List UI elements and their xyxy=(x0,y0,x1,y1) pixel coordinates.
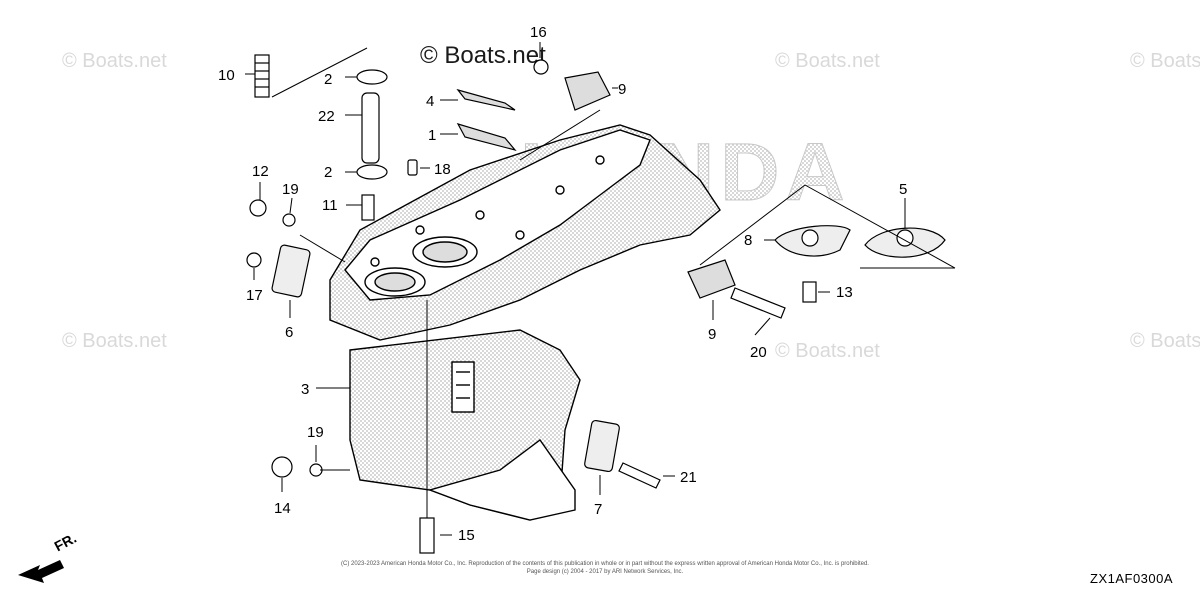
callout-labels: 10 2 22 2 4 1 18 11 12 19 17 6 3 19 14 1… xyxy=(218,24,907,544)
nut-part xyxy=(246,252,262,268)
callout-label: 8 xyxy=(744,232,752,249)
grommet-part xyxy=(249,199,267,217)
bolt-part xyxy=(802,281,817,303)
callout-label: 19 xyxy=(282,181,299,198)
callout-label: 13 xyxy=(836,284,853,301)
gear-case-assembly xyxy=(329,124,721,521)
watermark: © Boats.net xyxy=(1130,50,1200,72)
anode-plate-part xyxy=(271,244,311,298)
small-parts xyxy=(246,54,946,554)
copyright-line: Page design (c) 2004 - 2017 by ARI Netwo… xyxy=(526,569,684,575)
grommet-part xyxy=(271,456,293,478)
watermark: © Boats.net xyxy=(775,50,880,72)
callout-label: 17 xyxy=(246,287,263,304)
callout-label: 1 xyxy=(428,127,436,144)
callout-label: 22 xyxy=(318,108,335,125)
clip-part xyxy=(356,164,388,180)
callout-label: 10 xyxy=(218,67,235,84)
pin-part xyxy=(407,159,418,176)
watermark: © Boats.net xyxy=(1130,330,1200,352)
nut-part xyxy=(533,59,549,75)
callout-label: 5 xyxy=(899,181,907,198)
callout-label: 16 xyxy=(530,24,547,41)
watermark: © Boats.net xyxy=(62,50,167,72)
diagram-code: ZX1AF0300A xyxy=(1090,571,1174,586)
callout-label: 12 xyxy=(252,163,269,180)
copyright-notice: (C) 2023-2023 American Honda Motor Co., … xyxy=(340,560,870,576)
washer-part xyxy=(282,213,296,227)
callout-label: 19 xyxy=(307,424,324,441)
front-direction-arrow-icon xyxy=(18,560,64,583)
copyright-line: (C) 2023-2023 American Honda Motor Co., … xyxy=(341,561,869,567)
rubber-part xyxy=(456,123,517,152)
callout-label: 9 xyxy=(708,326,716,343)
leader-lines xyxy=(245,42,956,536)
mount-rubber-part xyxy=(564,71,611,111)
callout-label: 2 xyxy=(324,164,332,181)
bolt-part xyxy=(730,287,786,319)
watermark: © Boats.net xyxy=(775,340,880,362)
drain-bolt-part xyxy=(419,517,435,554)
callout-label: 18 xyxy=(434,161,451,178)
mount-rubber-part xyxy=(687,259,736,299)
clip-part xyxy=(356,69,388,85)
callout-label: 4 xyxy=(426,93,434,110)
watermark-main: © Boats.net xyxy=(420,42,546,69)
callout-label: 2 xyxy=(324,71,332,88)
callout-label: 11 xyxy=(322,197,338,214)
callout-label: 9 xyxy=(618,81,626,98)
callout-label: 20 xyxy=(750,344,767,361)
skeg xyxy=(427,439,576,521)
watermark: © Boats.net xyxy=(62,330,167,352)
callout-label: 15 xyxy=(458,527,475,544)
rubber-part xyxy=(456,88,516,111)
callout-label: 7 xyxy=(594,501,602,518)
callout-label: 3 xyxy=(301,381,309,398)
screw-part xyxy=(618,462,661,489)
callout-label: 14 xyxy=(274,500,291,517)
water-hose-part xyxy=(361,92,380,164)
bolt-part xyxy=(361,194,375,221)
hose-joint-part xyxy=(254,54,270,98)
callout-label: 6 xyxy=(285,324,293,341)
callout-label: 21 xyxy=(680,469,697,486)
anode-plate-part xyxy=(584,419,620,473)
